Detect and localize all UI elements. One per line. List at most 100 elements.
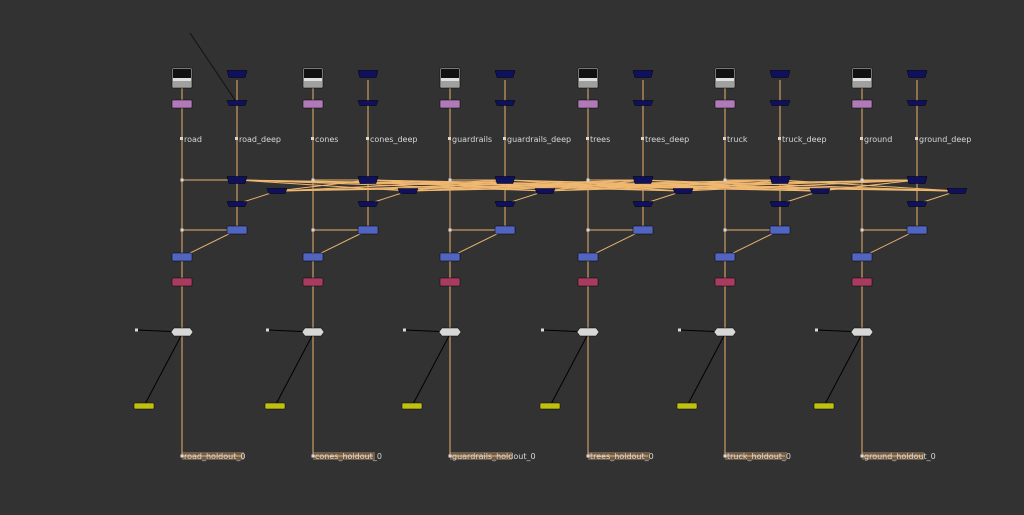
write-node-cones[interactable] — [311, 452, 376, 460]
label-deep-cones: cones_deep — [370, 135, 417, 144]
merge-node-road[interactable] — [171, 252, 193, 262]
dot-node-cones[interactable] — [301, 327, 325, 337]
pipe-dot-road — [180, 178, 184, 182]
label-trees: trees — [590, 135, 610, 144]
dot-node-road[interactable] — [170, 327, 194, 337]
deep-node-cones[interactable] — [357, 100, 379, 106]
grade-node-truck[interactable] — [714, 99, 736, 109]
deep-node-shape — [632, 70, 654, 78]
dot-node-ground[interactable] — [850, 327, 874, 337]
write-node-road[interactable] — [180, 452, 245, 460]
constant-node-road[interactable] — [133, 402, 155, 410]
grade-node-ground[interactable] — [851, 99, 873, 109]
deep-merge-node-cones[interactable] — [357, 176, 379, 184]
read-node-guardrails[interactable] — [439, 67, 461, 89]
write-node-truck[interactable] — [723, 452, 788, 460]
merge-node-guardrails[interactable] — [439, 252, 461, 262]
grade-node-trees[interactable] — [577, 99, 599, 109]
grade-node-guardrails[interactable] — [439, 99, 461, 109]
merge-node-deep-road[interactable] — [226, 225, 248, 235]
pipe-dot-trees — [586, 178, 590, 182]
deep-node-ground[interactable] — [906, 100, 928, 106]
read-node-ground[interactable] — [851, 67, 873, 89]
merge-node-trees[interactable] — [577, 252, 599, 262]
deep-recolor-node-truck[interactable] — [769, 201, 791, 207]
holdout-node-trees[interactable] — [577, 277, 599, 287]
deep-cross-node-cones[interactable] — [397, 188, 419, 194]
deep-node-shape — [769, 100, 791, 106]
holdout-node-cones[interactable] — [302, 277, 324, 287]
grade-node-cones[interactable] — [302, 99, 324, 109]
deep-cross-node-ground[interactable] — [946, 188, 968, 194]
deep-read-node-guardrails[interactable] — [494, 70, 516, 78]
merge-node-deep-trees[interactable] — [632, 225, 654, 235]
deep-read-node-cones[interactable] — [357, 70, 379, 78]
dot-node-truck[interactable] — [713, 327, 737, 337]
deep-merge-node-truck[interactable] — [769, 176, 791, 184]
holdout-node-road[interactable] — [171, 277, 193, 287]
deep-merge-node-guardrails[interactable] — [494, 176, 516, 184]
deep-node-guardrails[interactable] — [494, 100, 516, 106]
deep-cross-node-trees[interactable] — [672, 188, 694, 194]
constant-pipe-ground — [823, 333, 863, 407]
deep-merge-node-trees[interactable] — [632, 176, 654, 184]
merge-node-truck[interactable] — [714, 252, 736, 262]
deep-recolor-node-ground[interactable] — [906, 201, 928, 207]
constant-node-cones[interactable] — [264, 402, 286, 410]
deep-read-node-road[interactable] — [226, 70, 248, 78]
merge-return-trees — [587, 229, 644, 258]
deep-node-trees[interactable] — [632, 100, 654, 106]
label-cones: cones — [315, 135, 338, 144]
constant-pipe-truck — [686, 333, 726, 407]
deep-recolor-node-road[interactable] — [226, 201, 248, 207]
thumbnail-highlight — [579, 78, 597, 81]
write-node-trees[interactable] — [586, 452, 651, 460]
deep-recolor-node-trees[interactable] — [632, 201, 654, 207]
label-deep-road: road_deep — [239, 135, 281, 144]
label-dot-deep-guardrails — [503, 137, 506, 140]
grade-node-road[interactable] — [171, 99, 193, 109]
deep-cross-node-guardrails[interactable] — [534, 188, 556, 194]
merge-node-deep-guardrails[interactable] — [494, 225, 516, 235]
constant-node-guardrails[interactable] — [401, 402, 423, 410]
read-node-truck[interactable] — [714, 67, 736, 89]
merge-return-road — [181, 229, 238, 258]
deep-read-node-ground[interactable] — [906, 70, 928, 78]
deep-node-truck[interactable] — [769, 100, 791, 106]
deep-cross-node-truck[interactable] — [809, 188, 831, 194]
deep-read-node-truck[interactable] — [769, 70, 791, 78]
deep-recolor-node-cones[interactable] — [357, 201, 379, 207]
deep-cross-node-road[interactable] — [266, 188, 288, 194]
constant-node-truck[interactable] — [676, 402, 698, 410]
read-node-cones[interactable] — [302, 67, 324, 89]
label-dot-trees — [586, 137, 589, 140]
write-node-ground[interactable] — [860, 452, 925, 460]
label-dot-ground — [860, 137, 863, 140]
deep-merge-node-road[interactable] — [226, 176, 248, 184]
merge-node-deep-truck[interactable] — [769, 225, 791, 235]
constant-pipe-road — [143, 333, 183, 407]
read-node-trees[interactable] — [577, 67, 599, 89]
label-dot-deep-trees — [641, 137, 644, 140]
deep-read-node-trees[interactable] — [632, 70, 654, 78]
label-deep-truck: truck_deep — [782, 135, 827, 144]
merge-node-cones[interactable] — [302, 252, 324, 262]
deep-node-road[interactable] — [226, 100, 248, 106]
merge-node-deep-cones[interactable] — [357, 225, 379, 235]
constant-node-ground[interactable] — [813, 402, 835, 410]
holdout-node-guardrails[interactable] — [439, 277, 461, 287]
deep-recolor-node-guardrails[interactable] — [494, 201, 516, 207]
label-road: road — [184, 135, 202, 144]
read-node-road[interactable] — [171, 67, 193, 89]
merge-node-deep-ground[interactable] — [906, 225, 928, 235]
holdout-node-truck[interactable] — [714, 277, 736, 287]
holdout-node-ground[interactable] — [851, 277, 873, 287]
dot-node-trees[interactable] — [576, 327, 600, 337]
dot-node-guardrails[interactable] — [438, 327, 462, 337]
output-label-guardrails: guardrails_holdout_0 — [452, 452, 536, 461]
merge-node-ground[interactable] — [851, 252, 873, 262]
deep-merge-node-ground[interactable] — [906, 176, 928, 184]
write-node-guardrails[interactable] — [448, 452, 513, 460]
constant-node-trees[interactable] — [539, 402, 561, 410]
